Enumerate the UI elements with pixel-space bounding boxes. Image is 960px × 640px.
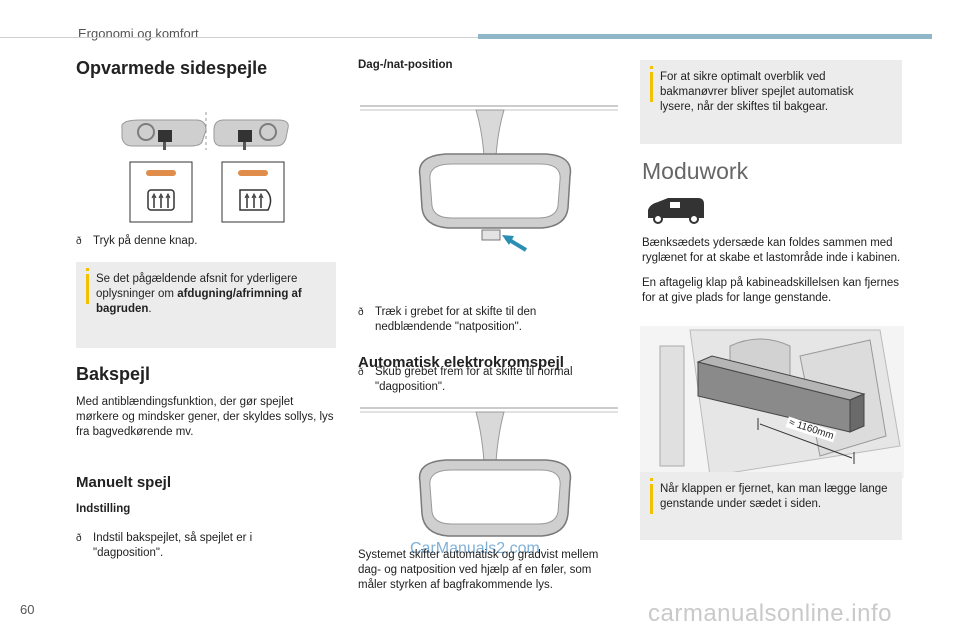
auto-mirror-title: Automatisk elektrokromspejl bbox=[358, 354, 564, 371]
watermark-site: carmanualsonline.info bbox=[648, 600, 892, 627]
note-marker bbox=[86, 268, 89, 304]
heated-mirror-instruction: Tryk på denne knap. bbox=[76, 234, 343, 249]
van-icon bbox=[648, 198, 704, 224]
heated-mirrors-title: Opvarmede sidespejle bbox=[76, 58, 268, 78]
manual-mirror-title: Manuelt spejl bbox=[76, 474, 172, 491]
page-number: 60 bbox=[20, 602, 35, 617]
note-marker bbox=[650, 66, 653, 102]
watermark-carmanuals2: CarManuals2.com bbox=[410, 540, 540, 557]
day-night-mirror-illustration bbox=[360, 105, 618, 252]
rear-mirror-title: Bakspejl bbox=[76, 364, 151, 384]
heated-mirror-note-text: Se det pågældende afsnit for yderligere … bbox=[96, 272, 326, 317]
header-accent-bar bbox=[478, 34, 932, 39]
day-night-title: Dag-/nat-position bbox=[358, 59, 453, 71]
note-text-bold: afdugning/afrimning af bagruden bbox=[96, 288, 302, 315]
moduwork-description-1: Bænksædets ydersæde kan foldes sammen me… bbox=[642, 237, 901, 264]
auto-mirror-illustration bbox=[360, 407, 618, 537]
note-marker bbox=[650, 478, 653, 514]
header-rule bbox=[0, 37, 478, 38]
reverse-gear-note-text: For at sikre optimalt overblik ved bakma… bbox=[660, 71, 854, 113]
adjust-instruction: Indstil bakspejlet, så spejlet er i "dag… bbox=[76, 531, 323, 561]
auto-mirror-description: Systemet skifter automatisk og gradvist … bbox=[358, 549, 599, 591]
day-night-item-1: Træk i grebet for at skifte til den nedb… bbox=[358, 305, 615, 335]
note-text-pre: Se det pågældende afsnit for yderligere … bbox=[96, 273, 298, 300]
heated-mirror-illustration bbox=[121, 112, 289, 223]
moduwork-description-2: En aftagelig klap på kabineadskillelsen … bbox=[642, 277, 899, 304]
adjust-title: Indstilling bbox=[76, 503, 131, 515]
moduwork-note-text: Når klappen er fjernet, kan man lægge la… bbox=[660, 483, 888, 510]
section-header: Ergonomi og komfort bbox=[78, 26, 199, 41]
moduwork-cargo-illustration bbox=[640, 326, 904, 478]
reverse-gear-note: For at sikre optimalt overblik ved bakma… bbox=[640, 60, 902, 144]
note-text-post: . bbox=[148, 303, 152, 315]
moduwork-title: Moduwork bbox=[642, 158, 749, 184]
day-night-item-2: Skub grebet frem for at skifte til norma… bbox=[358, 365, 615, 395]
moduwork-note: Når klappen er fjernet, kan man lægge la… bbox=[640, 472, 902, 540]
rear-mirror-description: Med antiblændingsfunktion, der gør spejl… bbox=[76, 396, 334, 438]
heated-mirror-note: Se det pågældende afsnit for yderligere … bbox=[76, 262, 336, 348]
